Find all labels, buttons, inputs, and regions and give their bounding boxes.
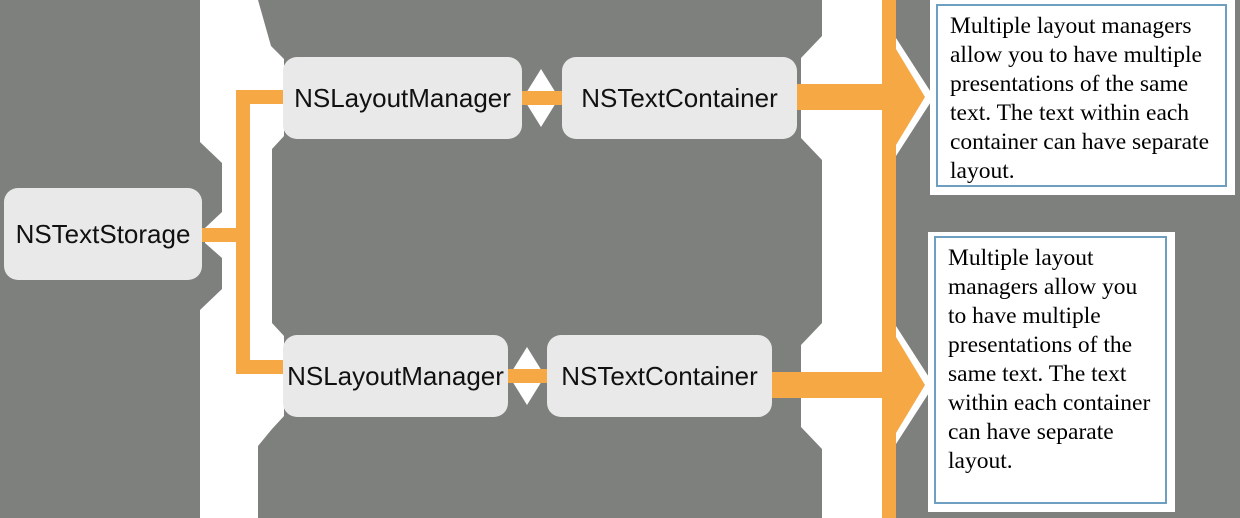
arrow-row2-shaft xyxy=(772,372,882,398)
node-nstextcontainer-1-label: NSTextContainer xyxy=(581,82,778,113)
connector-trunk-left xyxy=(236,90,250,374)
note-box-2: Multiple layout managers allow you to ha… xyxy=(928,232,1175,512)
node-nslayoutmanager-1: NSLayoutManager xyxy=(283,57,522,139)
note-box-1: Multiple layout managers allow you to ha… xyxy=(930,0,1235,195)
node-nslayoutmanager-1-label: NSLayoutManager xyxy=(294,82,511,113)
connector-row1-branch xyxy=(236,90,283,104)
node-nslayoutmanager-2-label: NSLayoutManager xyxy=(287,360,504,391)
node-nstextstorage: NSTextStorage xyxy=(4,188,202,280)
connector-storage-branch xyxy=(200,228,236,242)
note-box-2-text: Multiple layout managers allow you to ha… xyxy=(948,245,1151,474)
node-nstextstorage-label: NSTextStorage xyxy=(15,218,191,249)
node-nstextcontainer-1: NSTextContainer xyxy=(562,57,797,139)
note-box-2-border: Multiple layout managers allow you to ha… xyxy=(934,236,1167,504)
note-box-1-text: Multiple layout managers allow you to ha… xyxy=(950,13,1209,184)
connector-row2-diamond xyxy=(504,369,551,383)
node-nstextcontainer-2: NSTextContainer xyxy=(547,335,772,417)
node-nslayoutmanager-2: NSLayoutManager xyxy=(283,335,508,417)
connector-row1-diamond xyxy=(518,91,566,105)
connector-trunk-right xyxy=(882,0,896,518)
arrow-row1-head xyxy=(896,49,925,145)
arrow-row1-shaft xyxy=(797,84,882,110)
arrow-row2-head xyxy=(896,337,925,433)
connector-row2-branch xyxy=(236,360,283,374)
node-nstextcontainer-2-label: NSTextContainer xyxy=(561,360,758,391)
note-box-1-border: Multiple layout managers allow you to ha… xyxy=(936,4,1227,187)
